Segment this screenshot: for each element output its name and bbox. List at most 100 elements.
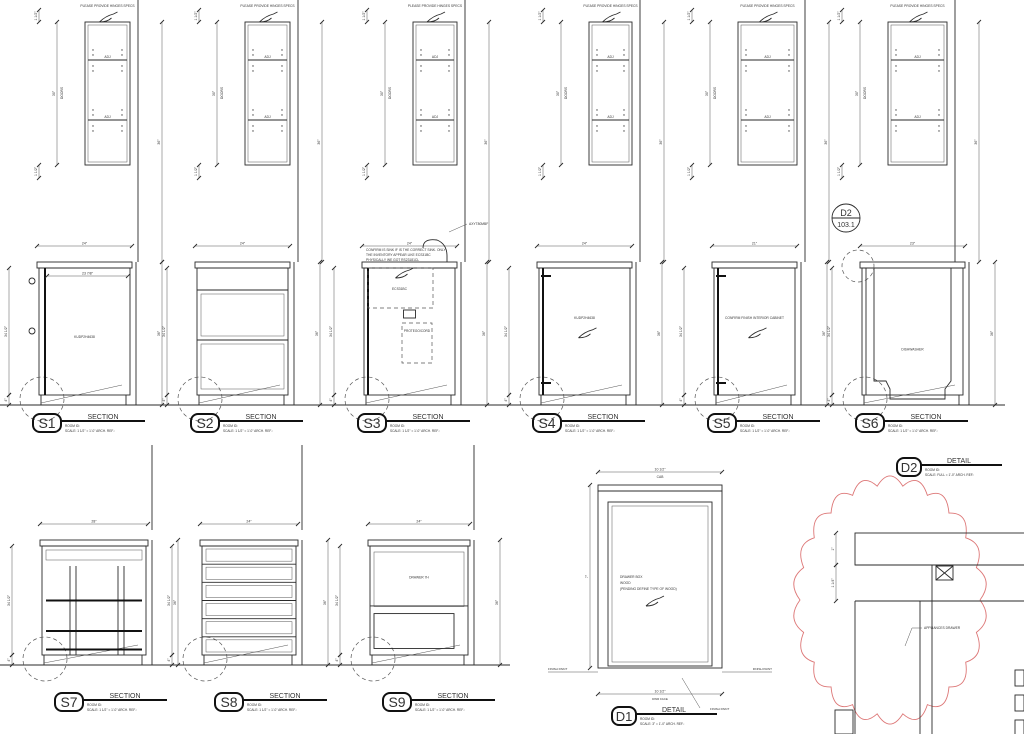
base-cabinet: 21"36"34 1/2"4"CONFIRM FINISH INTERIOR C… <box>672 242 837 422</box>
hand-pointer-icon <box>259 11 278 23</box>
dimension-tick <box>364 162 370 168</box>
dimension-tick <box>719 691 725 697</box>
dimension-tick <box>558 162 564 168</box>
shelf-pin <box>281 130 283 132</box>
sink-note: THE INVENTORY APPEAR LIKE ECS31BC <box>366 253 431 257</box>
section-title: SECTION <box>437 693 468 700</box>
shelf-pin <box>448 130 450 132</box>
upper-cabinet-box <box>887 21 948 166</box>
base-cabinet: 23"36"34 1/2"4"DISHWASHER <box>820 242 1005 422</box>
shelf-pin <box>281 49 283 51</box>
dimension-tick <box>331 402 337 408</box>
shelf-pin <box>895 114 897 116</box>
drawer-box <box>200 293 285 337</box>
cabinet-box <box>38 267 131 396</box>
dimension-label: 1 1/2" <box>194 11 198 21</box>
shelf-pin <box>596 65 598 67</box>
hand-pointer-icon <box>759 11 778 23</box>
dimension-tick <box>558 19 564 25</box>
dimension-tick <box>9 652 15 658</box>
section-s3: PLEASE PROVIDE HINGES SPECSADJADJ30"DOOR… <box>322 0 497 433</box>
hardware <box>1014 669 1024 687</box>
sink-model: ECS31BC <box>392 287 408 291</box>
leader-line <box>365 384 448 404</box>
shelf-pin <box>623 130 625 132</box>
dimension-tick <box>829 265 835 271</box>
dimension-tick <box>454 243 460 249</box>
detail-title: DETAIL <box>947 458 971 465</box>
detail-circle <box>182 636 228 682</box>
dimension-tick <box>337 662 343 668</box>
shelf-pin <box>252 125 254 127</box>
note: DRAWER BOX <box>620 575 643 579</box>
hand-pointer-icon <box>602 11 621 23</box>
shelf-pin <box>92 65 94 67</box>
room-label: ROOM ID: <box>247 703 262 707</box>
section-title: SECTION <box>245 414 276 421</box>
dimension-label: 24" <box>246 520 252 524</box>
detail-tag-id: D2 <box>901 460 918 475</box>
dimension-tick <box>382 19 388 25</box>
shelf-pin <box>252 70 254 72</box>
dimension-label: 36" <box>173 599 177 605</box>
appliance-note: APPLIANCES DRAWER <box>924 626 961 630</box>
dimension-label: 36" <box>323 599 327 605</box>
hinges-note: PLEASE PROVIDE HINGES SPECS <box>80 4 135 8</box>
shelf-pin <box>745 125 747 127</box>
dimension-tick <box>159 259 165 265</box>
dimension-tick <box>214 19 220 25</box>
upper-cabinet-interior <box>740 24 795 163</box>
dimension-tick <box>681 265 687 271</box>
dimension-label: 34 1/2" <box>4 325 8 337</box>
dimension-tick <box>826 259 832 265</box>
dimension-label: 30" <box>212 90 216 96</box>
dimension-label: 1 1/2" <box>538 166 542 176</box>
hand-pointer-icon <box>909 11 928 23</box>
dimension-tick <box>125 273 131 279</box>
shelf-pin <box>252 130 254 132</box>
shelf-pin <box>596 114 598 116</box>
detail-tag-bubble <box>611 706 637 726</box>
upper-cabinet: PLEASE PROVIDE HINGES SPECSADJADJ30"DOOR… <box>362 0 492 265</box>
dimension-tick <box>661 259 667 265</box>
shelf-pin <box>788 65 790 67</box>
detail-circle <box>177 376 223 422</box>
detail-circle <box>519 376 565 422</box>
hinges-note: PLEASE PROVIDE HINGES SPECS <box>408 4 463 8</box>
shelf-pin <box>92 54 94 56</box>
shelf-pin <box>92 114 94 116</box>
dimension-tick <box>506 402 512 408</box>
section-tag-id: S5 <box>713 415 730 431</box>
leader-line <box>203 644 289 664</box>
hand-pointer-icon <box>909 11 928 23</box>
cabinet-box <box>713 267 796 396</box>
dimension-label: 24" <box>407 242 413 246</box>
dimension-tick <box>540 7 546 13</box>
blocking-x <box>935 565 954 581</box>
dimension-tick <box>196 175 202 181</box>
dimension-tick <box>365 521 371 527</box>
leader-line <box>371 644 461 664</box>
dimension-label: 36" <box>657 330 661 336</box>
dimension-tick <box>595 691 601 697</box>
scale-label: SCALE: 1 1/2" = 1'-0" ARCH. REF.: <box>390 429 440 433</box>
revision-cloud <box>793 475 987 725</box>
upper-cabinet-box <box>84 21 131 166</box>
cabinet-box <box>538 267 631 396</box>
detail-circle <box>694 376 740 422</box>
finish-bottom: FINISH PAINT <box>710 707 729 711</box>
dimension-tick <box>196 162 202 168</box>
shelf-pin <box>252 114 254 116</box>
section-s5: PLEASE PROVIDE HINGES SPECSADJADJ30"DOOR… <box>672 0 837 433</box>
room-label: ROOM ID: <box>390 424 405 428</box>
shelf-pin <box>938 125 940 127</box>
section-tag-bubble <box>357 413 387 433</box>
shelf-label-adj: ADJ <box>914 115 921 119</box>
dimension-tick <box>364 175 370 181</box>
